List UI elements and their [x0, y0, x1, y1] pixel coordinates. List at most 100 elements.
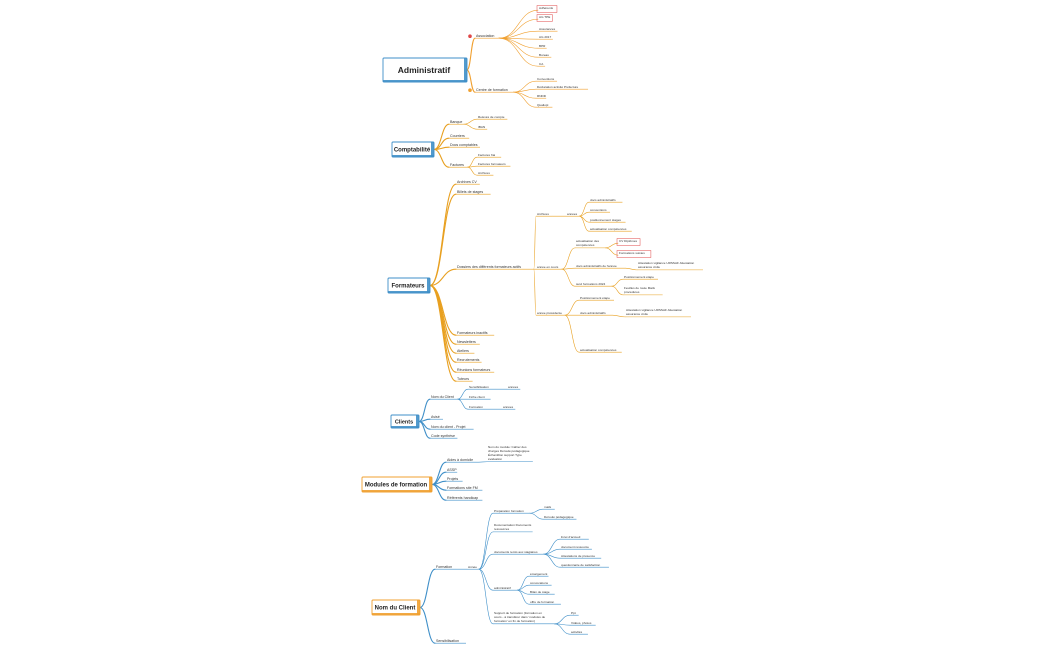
node-document-ressource[interactable]: document ressource	[560, 545, 592, 550]
node-ca[interactable]: CA	[538, 62, 546, 67]
root-formateurs[interactable]: Formateurs	[387, 277, 431, 294]
node-bilan-de-stage[interactable]: Bilan de stage	[529, 590, 555, 595]
node-convocations[interactable]: convocations	[529, 581, 552, 586]
node-adherents[interactable]: Adhérents	[536, 5, 558, 13]
node-sensibilisation[interactable]: Sensibilisation	[435, 639, 466, 644]
node-annee[interactable]: Année	[467, 565, 479, 570]
node-docs-administratifs[interactable]: docs administratifs	[579, 311, 613, 316]
node-factures-formateurs[interactable]: Factures formateurs	[477, 162, 511, 167]
node-banque[interactable]: Banque	[449, 120, 464, 125]
node-nom-du-client[interactable]: Nom du Client	[430, 395, 458, 400]
node-actualisation-competences[interactable]: actualisation compétences	[579, 348, 622, 353]
node-emargement[interactable]: émargement	[529, 572, 549, 577]
node-activites[interactable]: activités	[570, 630, 588, 635]
node-newsletters[interactable]: Newsletters	[456, 340, 480, 345]
node-archives-cv[interactable]: Archives CV	[456, 180, 480, 185]
root-clients[interactable]: Clients	[390, 414, 420, 429]
node-centre-de-formation[interactable]: Centre de formation	[468, 88, 514, 93]
node-assp[interactable]: ASSP	[446, 468, 458, 473]
node-tuteurs[interactable]: Tuteurs	[456, 377, 473, 382]
node-docs-administratifs-de-l-annee[interactable]: docs administratifs de l'année	[575, 264, 626, 269]
node-formations-site-fm[interactable]: Formations site FM	[446, 486, 483, 491]
node-positionnement-etape[interactable]: Positionnement étape	[623, 275, 658, 280]
node-attestation-vigilance-urssaf-att[interactable]: Attestation vigilance URSSAF Attestation…	[625, 308, 691, 318]
node-label: Billets de stages	[457, 190, 483, 194]
node-livret-d-accueil[interactable]: livret d'accueil	[560, 535, 589, 540]
node-attestations-de-presence[interactable]: Attestations de présence	[560, 554, 602, 559]
node-label: Réunions formateurs	[457, 368, 491, 372]
root-comptabilite[interactable]: Comptabilité	[391, 141, 435, 158]
node-mails[interactable]: mails	[543, 505, 555, 510]
node-referents-handicap[interactable]: Référents handicap	[446, 496, 483, 501]
node-bpr[interactable]: BPR	[538, 44, 547, 49]
node-iban[interactable]: IBAN	[477, 125, 488, 130]
node-label: actualisation compétences	[580, 348, 617, 352]
node-conventions[interactable]: conventions	[589, 208, 611, 213]
node-videos-photos[interactable]: Vidéos, photos	[570, 621, 596, 626]
root-nom-du-client[interactable]: Nom du Client	[371, 599, 421, 616]
node-factures[interactable]: Factures	[449, 163, 468, 168]
node-cv-diplomes[interactable]: CV Diplômes	[616, 238, 641, 246]
node-conventions[interactable]: Conventions	[536, 77, 558, 82]
node-questionnaire-de-satisfaction[interactable]: questionnaire de satisfaction	[560, 563, 609, 568]
node-ag-2017[interactable]: AG 2017	[538, 35, 553, 40]
node-billets-de-stages[interactable]: Billets de stages	[456, 190, 491, 195]
node-formateurs-inactifs[interactable]: Formateurs inactifs	[456, 331, 495, 336]
node-reunions-formateurs[interactable]: Réunions formateurs	[456, 368, 495, 373]
node-label: année en cours	[537, 265, 559, 269]
node-dossiers-des-differents-formateu[interactable]: Dossiers des différents formateurs actif…	[456, 265, 534, 270]
node-attestation-vigilance-urssaf-att[interactable]: Attestation vigilance URSSAF Attestation…	[637, 261, 703, 271]
node-bureau[interactable]: Bureau	[538, 53, 552, 58]
node-ag-tpe[interactable]: AG TPE	[536, 14, 553, 22]
node-label: années	[503, 405, 514, 409]
node-releves-de-compte[interactable]: Relevés de compte	[477, 115, 508, 120]
node-administratif[interactable]: administratif	[493, 586, 518, 591]
node-avise[interactable]: Avisé	[430, 415, 443, 420]
node-qualiopi[interactable]: Qualiopi	[536, 103, 553, 108]
node-projets[interactable]: Projets	[446, 477, 463, 482]
node-annee-en-cours[interactable]: année en cours	[536, 265, 562, 270]
node-ateliers[interactable]: Ateliers	[456, 349, 475, 354]
node-formation[interactable]: Formation	[435, 565, 456, 570]
node-assurances[interactable]: Assurances	[538, 27, 558, 32]
node-positionnement-etape[interactable]: Positionnement étape	[579, 296, 614, 301]
node-sensibilisation[interactable]: Sensibilisation	[468, 385, 496, 390]
node-archives[interactable]: Archives	[536, 212, 553, 217]
node-recrutements[interactable]: Recrutements	[456, 358, 482, 363]
node-rndd[interactable]: RNDD	[536, 94, 547, 99]
node-factures-frai[interactable]: Factures frai	[477, 153, 502, 158]
node-association[interactable]: Association	[468, 34, 499, 39]
node-positionnement-stages[interactable]: positionnement stages	[589, 218, 626, 223]
root-modules-de-formation[interactable]: Modules de formation	[361, 476, 433, 493]
root-administratif[interactable]: Administratif	[382, 57, 468, 83]
node-courriers[interactable]: Courriers	[449, 134, 470, 139]
node-suivi-formations-2024[interactable]: suivi formations 2024	[575, 282, 612, 287]
node-nom-du-client-projet[interactable]: Nom du client - Projet	[430, 425, 474, 430]
node-label: documents remis aux stagiaires	[494, 550, 538, 554]
node-docs-comptables[interactable]: Docs comptables	[449, 143, 480, 148]
node-declaration-activite-prefecture[interactable]: Déclaration activité Préfecture	[536, 85, 589, 90]
node-archives[interactable]: Archives	[477, 171, 494, 176]
node-annees[interactable]: années	[566, 212, 580, 217]
node-fiche-client[interactable]: Fiche client	[468, 395, 491, 400]
node-deroule-pedagogique[interactable]: Déroulé pédagogique	[543, 515, 577, 520]
node-code-synthese[interactable]: Code synthèse	[430, 434, 458, 439]
node-aides-a-domicile[interactable]: Aides à domicile	[446, 458, 479, 463]
node-formation[interactable]: Formation	[468, 405, 486, 410]
node-documents-remis-aux-stagiaires[interactable]: documents remis aux stagiaires	[493, 550, 544, 555]
node-annee-precedente[interactable]: année précédente	[536, 311, 565, 316]
node-annees[interactable]: années	[507, 385, 521, 390]
node-label: Attestation vigilance URSSAF Attestation…	[626, 308, 683, 316]
node-annees[interactable]: années	[502, 405, 516, 410]
node-ppt[interactable]: Ppt	[570, 611, 579, 616]
node-offre-de-formation[interactable]: offre de formation	[529, 600, 561, 605]
node-actualisation-competences[interactable]: actualisation compétences	[589, 227, 632, 232]
node-formations-suivies[interactable]: Formations suivies	[616, 250, 652, 258]
node-preparation-formation[interactable]: Préparation formation	[493, 509, 530, 514]
node-docs-administratifs[interactable]: docs administratifs	[589, 198, 623, 203]
